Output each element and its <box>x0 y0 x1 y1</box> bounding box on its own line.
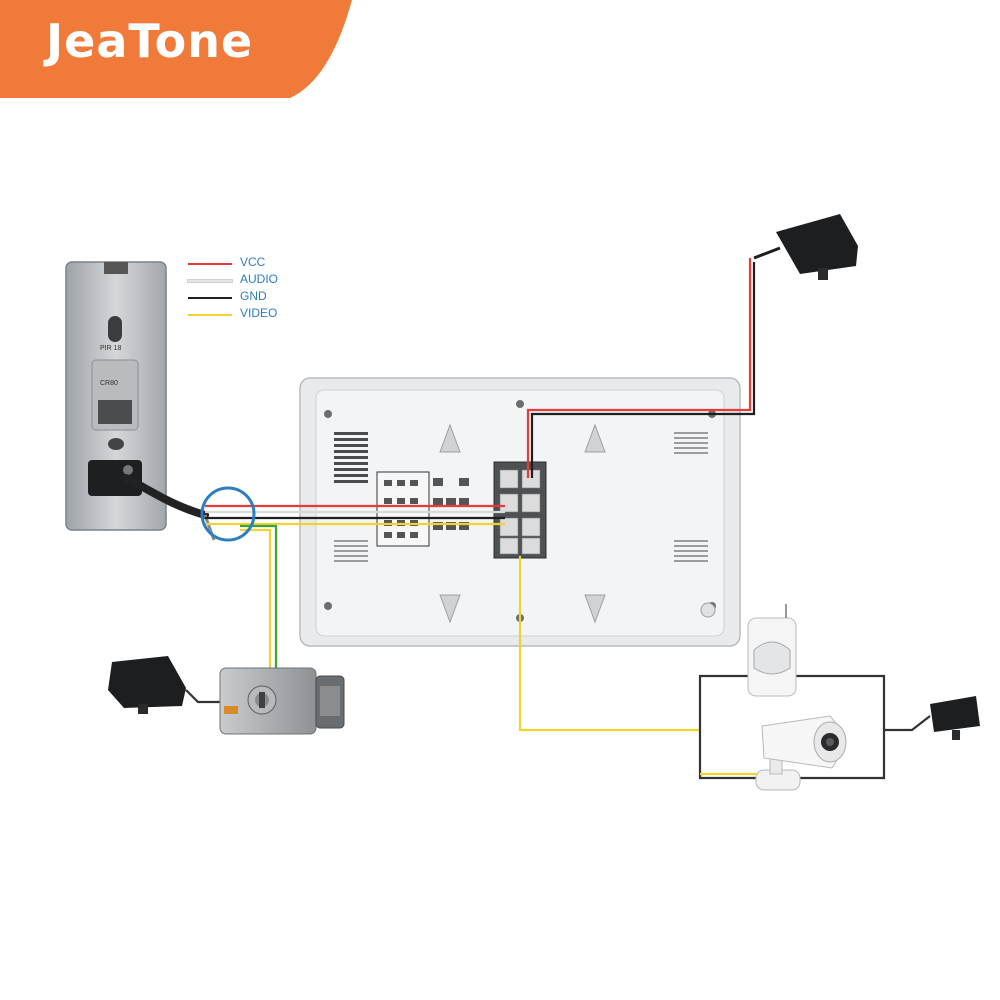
legend-label: GND <box>240 289 267 303</box>
wire-group <box>185 258 931 780</box>
indoor-monitor-back-icon <box>299 377 741 647</box>
power-adapter-icon <box>753 214 858 280</box>
connector-highlight-ring <box>200 486 256 542</box>
monitor-vcc-wire <box>526 258 752 478</box>
electric-lock-icon <box>219 667 345 735</box>
cctv-bullet-camera-icon <box>755 715 847 791</box>
pir-motion-sensor-icon <box>747 604 797 697</box>
panel-label-pir: PIR 18 <box>100 345 122 352</box>
camera-power-wire <box>884 715 931 732</box>
legend-label: VIDEO <box>240 306 278 320</box>
legend-swatch <box>187 279 233 283</box>
power-adapter-icon <box>108 656 186 714</box>
camera-video-wire <box>518 556 700 732</box>
camera-loop-wire <box>698 674 886 780</box>
brand-logo-text: JeaTone <box>46 14 254 68</box>
legend-swatch <box>188 263 232 265</box>
outdoor-camera-panel-icon <box>65 261 216 541</box>
legend-label: VCC <box>240 255 266 269</box>
panel-label-model: CR80 <box>100 380 118 387</box>
monitor-gnd-wire <box>530 262 756 478</box>
power-adapter-icon <box>930 696 980 740</box>
lock-power-wire <box>185 689 222 704</box>
brand-tab <box>0 0 352 98</box>
legend-label: AUDIO <box>240 272 279 286</box>
legend-swatch <box>188 297 232 299</box>
legend-swatch <box>188 314 232 316</box>
